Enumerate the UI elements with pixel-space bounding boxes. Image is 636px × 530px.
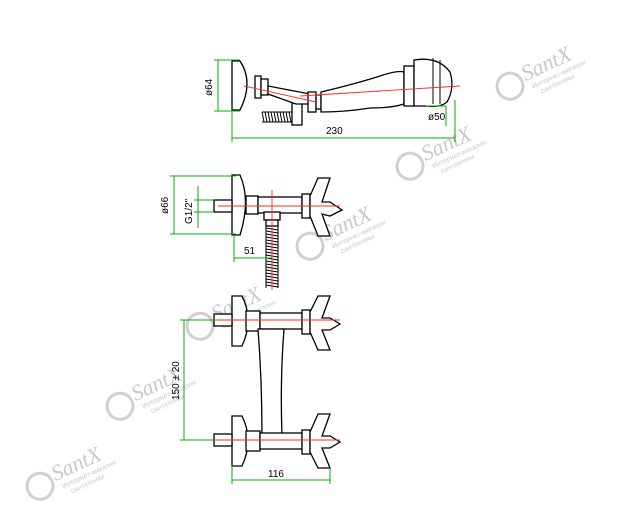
side-cross-handle xyxy=(309,177,344,237)
watermark-logo: SantXИнтернет-магазинсантехникиSantXИнте… xyxy=(25,40,587,501)
hose-nut xyxy=(291,102,303,126)
handshower-view: ø64 ø50 230 xyxy=(204,58,461,142)
front-cross-handle-top xyxy=(309,295,342,351)
front-view: 150 ± 20 116 xyxy=(171,295,342,484)
dim-label-d64: ø64 xyxy=(204,78,215,96)
dim-label-150: 150 ± 20 xyxy=(171,361,182,400)
dim-outlet-offset: 51 xyxy=(233,236,272,262)
dim-label-d50: ø50 xyxy=(428,112,446,123)
front-body-top xyxy=(259,312,303,330)
front-cross-handle-bottom xyxy=(309,413,342,469)
wall-flange xyxy=(231,174,247,236)
dim-label-116: 116 xyxy=(268,469,284,480)
dim-mount-diameter: ø64 xyxy=(204,59,240,112)
wall-bracket xyxy=(231,60,248,111)
dim-handshower-length: 230 xyxy=(231,100,456,142)
side-nut xyxy=(245,195,259,215)
front-nut-top xyxy=(245,310,261,332)
dim-flange-diameter: ø66 xyxy=(160,175,236,235)
front-column xyxy=(257,328,285,437)
hose-coil xyxy=(261,111,296,123)
side-view: ø66 G1/2" 51 xyxy=(160,174,344,290)
side-body xyxy=(257,196,303,214)
dim-total-width: 116 xyxy=(231,466,331,484)
dim-label-51: 51 xyxy=(244,246,256,257)
handle-collar-2 xyxy=(315,94,322,110)
dim-head-diameter: ø50 xyxy=(426,105,447,126)
dim-center-distance: 150 ± 20 xyxy=(171,319,214,441)
front-valve-top xyxy=(301,309,311,335)
bracket-arm xyxy=(267,85,311,105)
bracket-nut xyxy=(260,78,269,96)
dim-label-d66: ø66 xyxy=(160,196,171,214)
dim-label-230: 230 xyxy=(326,126,343,137)
handshower-axis xyxy=(243,85,317,103)
front-body-bottom xyxy=(259,432,303,450)
dim-thread: G1/2" xyxy=(184,186,214,228)
dim-label-thread: G1/2" xyxy=(184,198,195,224)
front-valve-bottom xyxy=(301,429,311,455)
bracket-ring xyxy=(254,75,262,99)
front-nut-bottom xyxy=(245,430,261,452)
handle-ring xyxy=(403,65,415,107)
